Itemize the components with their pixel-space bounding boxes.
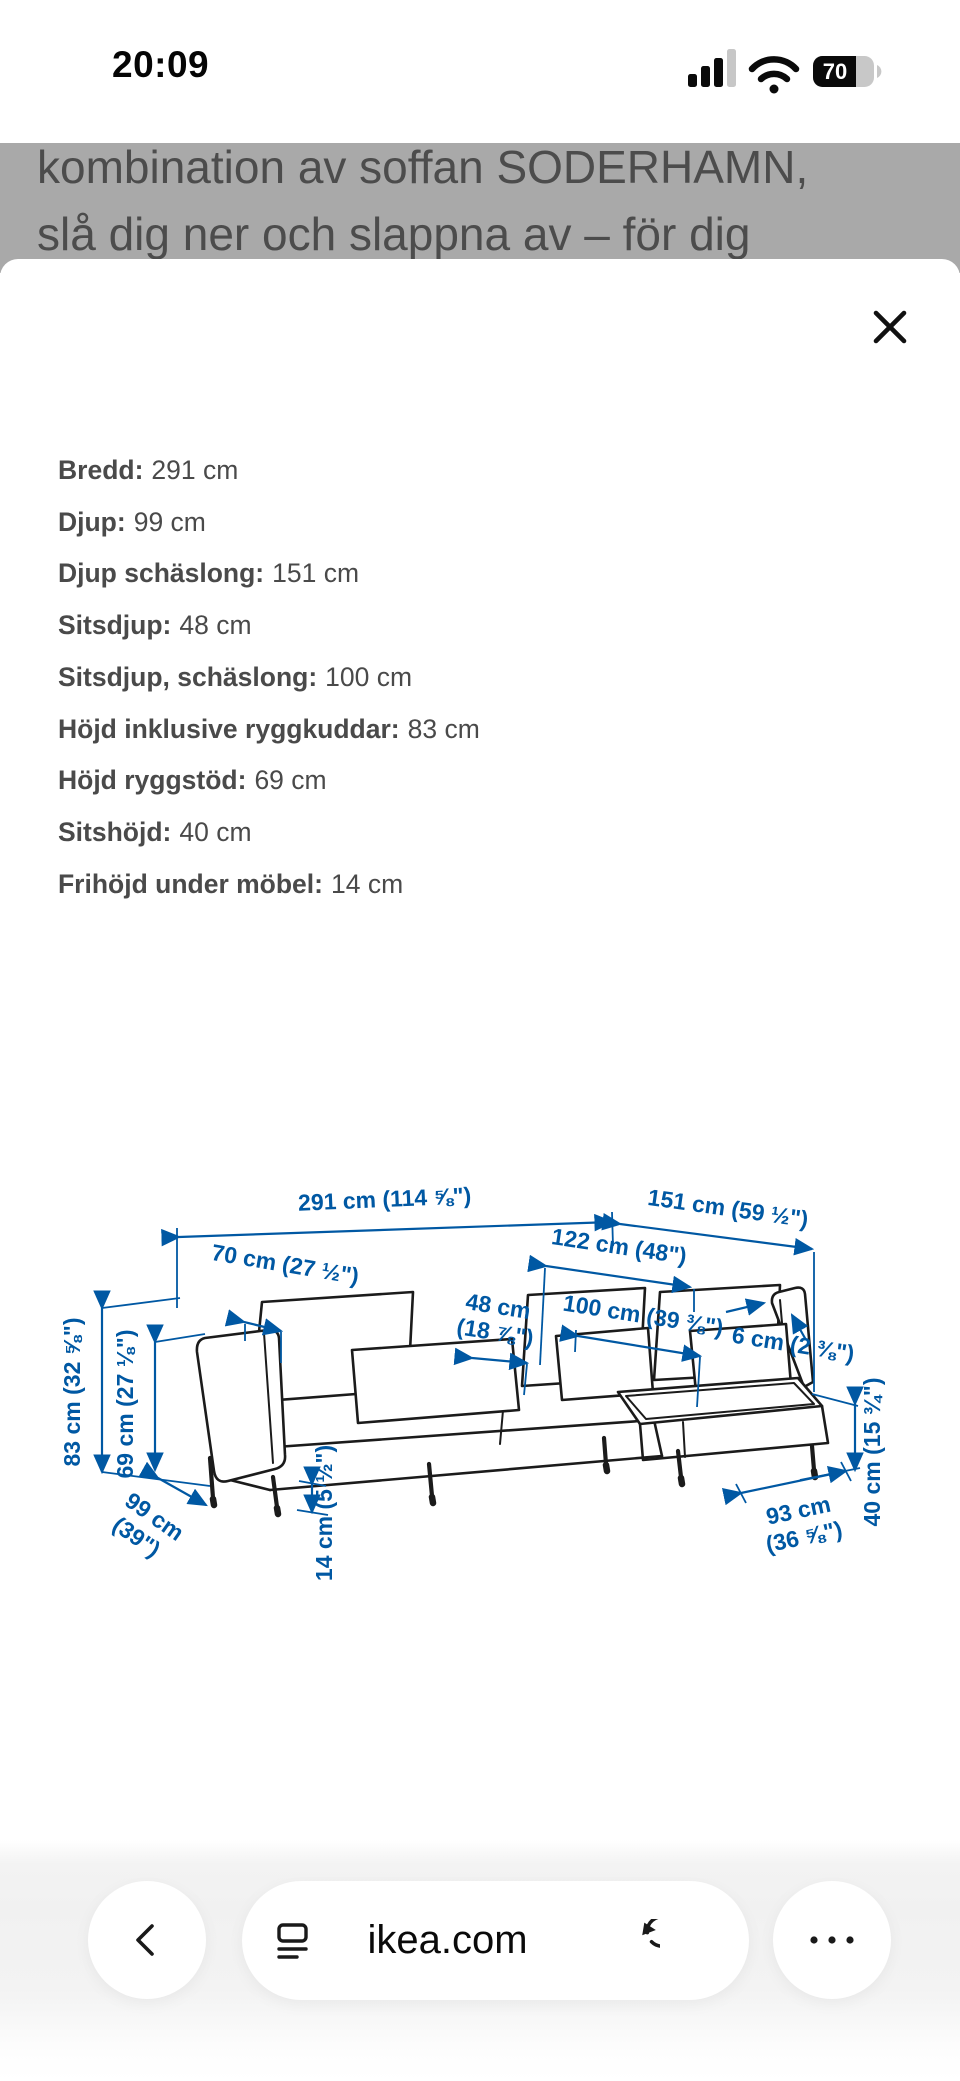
close-icon — [873, 310, 907, 344]
measurement-value: 48 cm — [179, 610, 252, 641]
page-menu-icon[interactable] — [270, 1918, 316, 1964]
measurement-label: Sitsdjup, schäslong: — [58, 661, 318, 692]
wifi-icon — [748, 56, 800, 94]
dimension-lines — [93, 1211, 864, 1516]
measurement-value: 69 cm — [254, 765, 327, 796]
dim-height-backrest: 69 cm (27 ⅛") — [112, 1330, 138, 1479]
measurement-label: Höjd inklusive ryggkuddar: — [58, 713, 400, 744]
measurement-value: 83 cm — [407, 713, 480, 744]
measurement-label: Sitsdjup: — [58, 610, 172, 641]
dim-seat-width: 70 cm (27 ½") — [210, 1239, 361, 1289]
dimmed-page-background: kombination av soffan SODERHAMN, slå dig… — [0, 143, 960, 273]
battery-icon: 70 — [813, 56, 882, 87]
measurement-row: Höjd ryggstöd:69 cm — [58, 755, 480, 807]
cellular-signal-icon — [688, 49, 736, 87]
dim-total-width: 291 cm (114 ⅝") — [298, 1182, 472, 1216]
page-text-line: kombination av soffan SODERHAMN, — [37, 143, 809, 193]
measurement-row: Djup:99 cm — [58, 497, 480, 549]
dim-chaise-depth: 151 cm (59 ½") — [646, 1184, 810, 1232]
back-button[interactable] — [88, 1881, 206, 1999]
battery-percent: 70 — [823, 59, 847, 84]
ellipsis-icon — [810, 1936, 854, 1944]
status-time: 20:09 — [112, 44, 210, 85]
browser-toolbar: ikea.com — [0, 1840, 960, 2081]
more-button[interactable] — [773, 1881, 891, 1999]
close-button[interactable] — [858, 295, 922, 359]
measurement-row: Djup schäslong:151 cm — [58, 548, 480, 600]
measurement-label: Höjd ryggstöd: — [58, 765, 247, 796]
dim-clearance: 14 cm (5 ½") — [311, 1445, 337, 1581]
measurement-value: 14 cm — [331, 868, 404, 899]
status-icons: 70 — [688, 49, 882, 94]
measurement-value: 99 cm — [133, 506, 206, 537]
measurement-value: 291 cm — [151, 455, 239, 485]
measurements-sheet: Bredd:291 cm Djup:99 cm Djup schäslong:1… — [0, 259, 960, 2081]
dim-height-total: 83 cm (32 ⅝") — [59, 1318, 85, 1467]
measurement-row: Sitsdjup, schäslong:100 cm — [58, 652, 480, 704]
measurement-row: Bredd:291 cm — [58, 445, 480, 497]
url-text: ikea.com — [367, 1918, 528, 1962]
measurement-value: 151 cm — [272, 558, 360, 589]
page-text-line: slå dig ner och slappna av – för dig — [37, 208, 751, 260]
measurement-label: Djup: — [58, 506, 126, 537]
measurement-label: Bredd: — [58, 455, 144, 485]
status-bar: 20:09 70 — [0, 0, 960, 143]
measurement-row: Frihöjd under möbel: 14 cm — [58, 859, 480, 911]
address-bar[interactable]: ikea.com — [242, 1881, 749, 2000]
measurement-label: Djup schäslong: — [58, 558, 265, 589]
measurement-label: Frihöjd under möbel: — [58, 868, 323, 899]
measurement-value: 100 cm — [325, 661, 413, 692]
measurements-list: Bredd:291 cm Djup:99 cm Djup schäslong:1… — [58, 445, 480, 910]
measurement-row: Sitsdjup:48 cm — [58, 600, 480, 652]
chevron-left-icon — [136, 1924, 154, 1956]
measurement-row: Sitshöjd:40 cm — [58, 807, 480, 859]
dim-seat-height: 40 cm (15 ¾") — [859, 1378, 885, 1527]
measurement-row: Höjd inklusive ryggkuddar:83 cm — [58, 704, 480, 756]
measurement-value: 40 cm — [179, 816, 252, 847]
sofa-dimension-diagram: 291 cm (114 ⅝") 151 cm (59 ½") 122 cm (4… — [0, 1150, 960, 1670]
reload-icon[interactable] — [614, 1919, 660, 1965]
measurement-label: Sitshöjd: — [58, 816, 172, 847]
